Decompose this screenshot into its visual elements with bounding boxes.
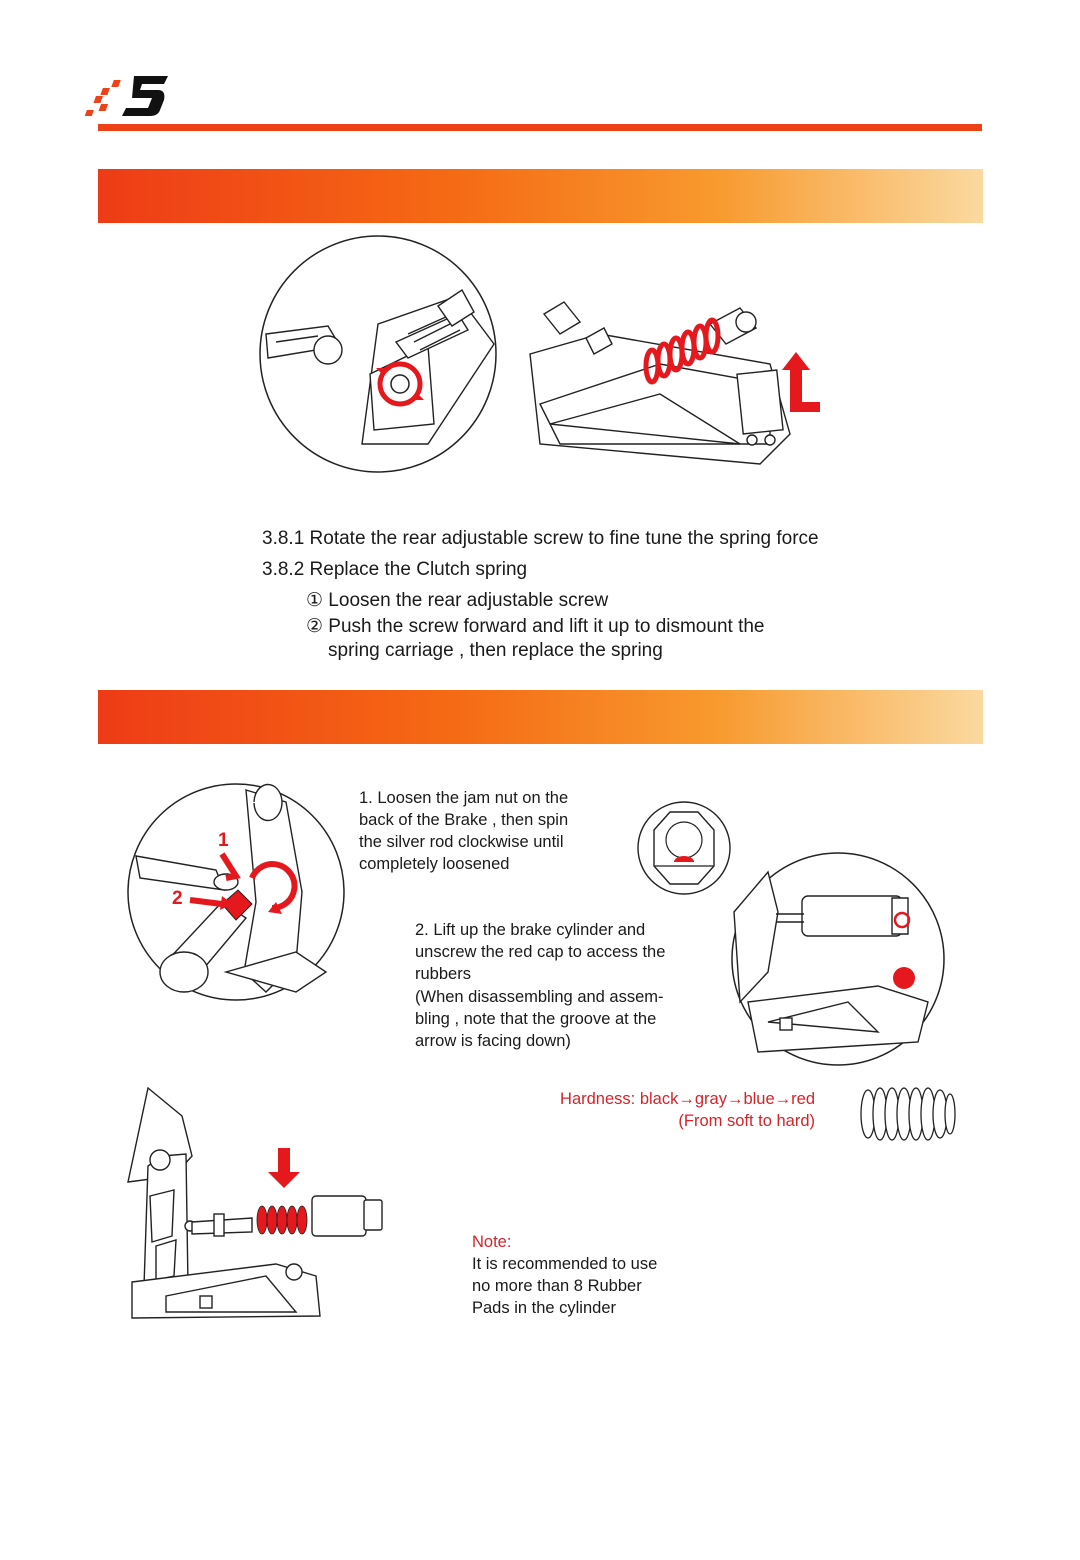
step2-line-3: rubbers: [415, 963, 471, 985]
rear-screw-closeup-illustration: [258, 234, 498, 474]
section-band-2-title: [98, 690, 983, 744]
callout-number-2: 2: [172, 888, 183, 910]
step2-line-2: unscrew the red cap to access the: [415, 941, 665, 963]
note-line-3: Pads in the cylinder: [472, 1297, 616, 1319]
brand-s-logo-icon: [100, 74, 170, 118]
substep-2-cont: spring carriage , then replace the sprin…: [328, 639, 663, 663]
step2-line-4: (When disassembling and assem-: [415, 986, 664, 1008]
step1-line-1: 1. Loosen the jam nut on the: [359, 787, 568, 809]
jam-nut-loosen-illustration: [126, 782, 346, 1002]
rubber-pads-illustration: [858, 1082, 958, 1146]
step2-line-5: bling , note that the groove at the: [415, 1008, 656, 1030]
note-line-2: no more than 8 Rubber: [472, 1275, 642, 1297]
substep-1: ① Loosen the rear adjustable screw: [306, 589, 608, 613]
note-line-1: It is recommended to use: [472, 1253, 657, 1275]
section-band-2: [98, 690, 983, 744]
step-3-8-2: 3.8.2 Replace the Clutch spring: [262, 558, 527, 582]
step2-line-1: 2. Lift up the brake cylinder and: [415, 919, 645, 941]
step2-line-6: arrow is facing down): [415, 1030, 571, 1052]
step1-line-4: completely loosened: [359, 853, 509, 875]
substep-2: ② Push the screw forward and lift it up …: [306, 615, 764, 639]
step1-line-3: the silver rod clockwise until: [359, 831, 564, 853]
brake-cylinder-lift-illustration: [728, 852, 948, 1066]
note-title: Note:: [472, 1231, 511, 1253]
section-band-1: [98, 169, 983, 223]
step-3-8-1: 3.8.1 Rotate the rear adjustable screw t…: [262, 527, 819, 551]
hardness-line-1: Hardness: black→gray→blue→red: [560, 1088, 815, 1110]
callout-number-1: 1: [218, 830, 229, 852]
header-rule: [98, 124, 982, 131]
red-cap-illustration: [636, 800, 732, 896]
hardness-line-2: (From soft to hard): [678, 1110, 815, 1132]
brake-pedal-assembly-illustration: [126, 1086, 390, 1322]
step1-line-2: back of the Brake , then spin: [359, 809, 568, 831]
section-band-1-title: [98, 169, 983, 223]
clutch-spring-removal-illustration: [520, 294, 830, 474]
